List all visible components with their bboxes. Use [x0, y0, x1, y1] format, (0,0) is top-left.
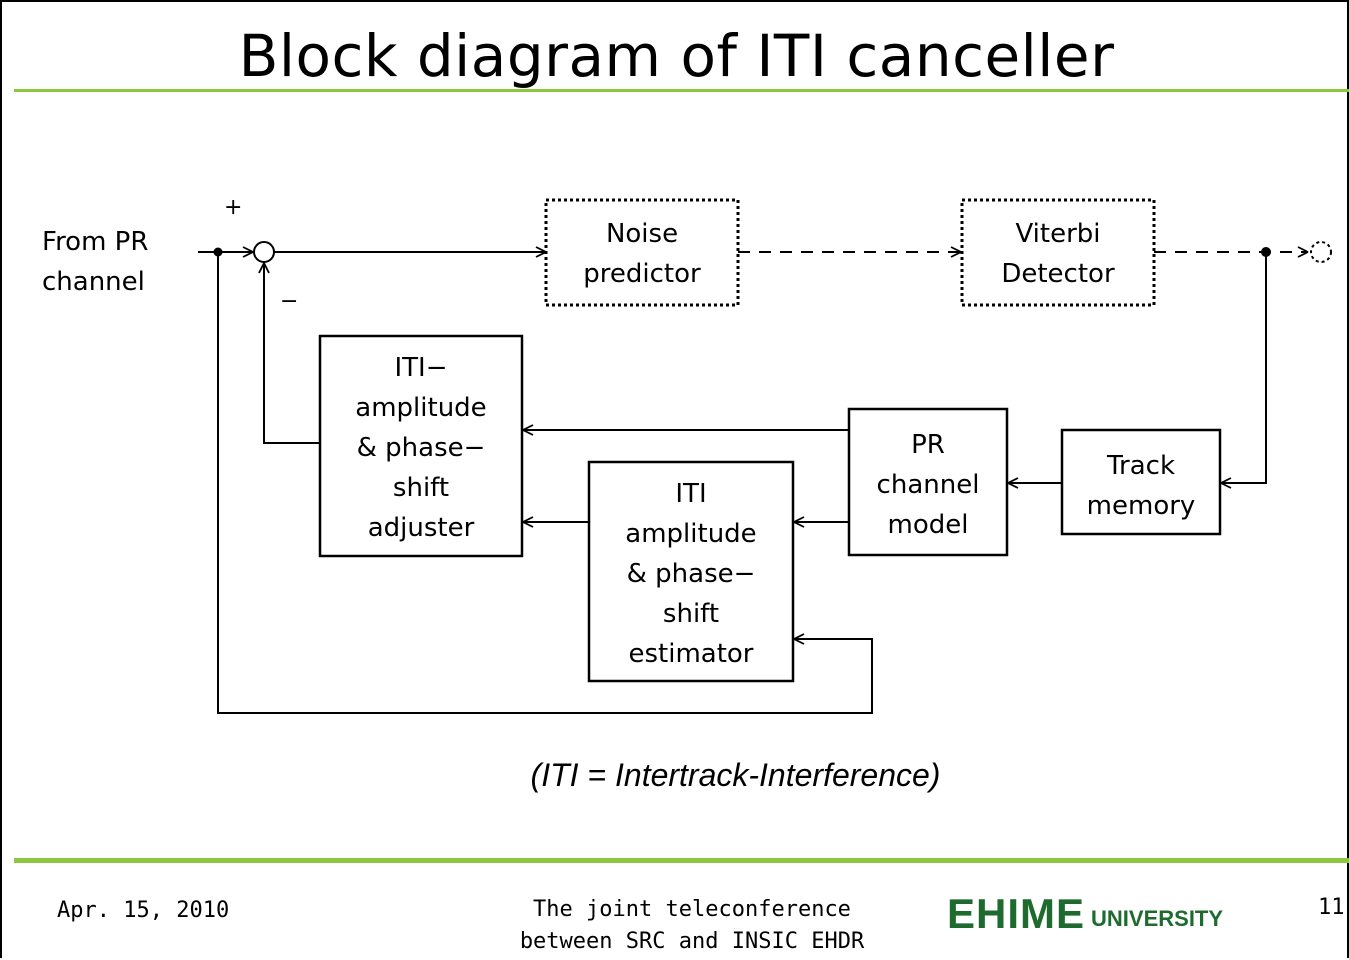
noise-predictor-block: [544, 198, 740, 307]
summing-junction: [253, 241, 275, 263]
footer-divider: [14, 858, 1349, 863]
adjuster-to-sum-line: [264, 263, 320, 444]
plus-sign: +: [224, 195, 243, 220]
iti-estimator-block: [587, 460, 795, 683]
viterbi-detector-block: [960, 198, 1156, 307]
logo-subtitle: UNIVERSITY: [1091, 906, 1224, 931]
output-arrowhead-lower: [1297, 251, 1309, 258]
conference-line-2: between SRC and INSIC EHDR: [519, 929, 865, 954]
pr-channel-model-block: [847, 407, 1009, 557]
detector-to-track-memory-line: [1221, 252, 1267, 483]
logo-wordmark: EHIME: [947, 890, 1086, 937]
pr-channel-model-label: PR channel model: [876, 430, 980, 540]
iti-adjuster-label: ITI− amplitude & phase− shift adjuster: [355, 353, 487, 543]
university-logo: EHIME UNIVERSITY: [947, 890, 1223, 938]
iti-adjuster-block: [318, 334, 524, 558]
track-memory-label: Track memory: [1086, 451, 1196, 521]
footer-conference: The joint teleconference between SRC and…: [482, 894, 902, 958]
input-label: From PR channel: [42, 227, 149, 297]
iti-definition-note: (ITI = Intertrack-Interference): [530, 757, 941, 793]
page-number: 11: [1318, 895, 1345, 920]
output-arrowhead-upper: [1297, 246, 1309, 253]
input-to-estimator-line: [217, 252, 873, 714]
footer-date: Apr. 15, 2010: [57, 898, 230, 923]
noise-predictor-label: Noise predictor: [583, 219, 701, 289]
minus-sign: −: [280, 289, 299, 314]
title-divider: [14, 89, 1349, 92]
conference-line-1: The joint teleconference: [533, 897, 851, 922]
viterbi-detector-label: Viterbi Detector: [1001, 219, 1115, 289]
output-terminal: [1310, 241, 1332, 263]
iti-estimator-label: ITI amplitude & phase− shift estimator: [625, 479, 757, 669]
slide-title: Block diagram of ITI canceller: [238, 22, 1115, 90]
